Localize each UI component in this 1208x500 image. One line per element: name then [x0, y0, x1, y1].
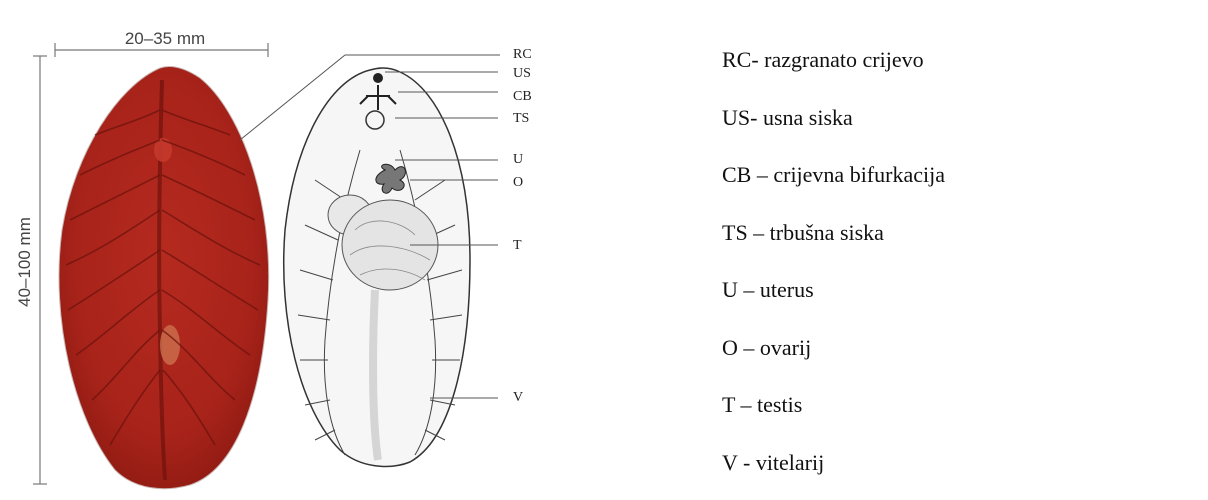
legend-item-us: US- usna siska [722, 98, 1192, 156]
length-dimension: 40–100 mm [15, 56, 47, 484]
legend-item-ts: TS – trbušna siska [722, 213, 1192, 271]
fluke-drawing [284, 68, 470, 467]
legend-item-o: O – ovarij [722, 328, 1192, 386]
callout-rc: RC [513, 47, 532, 62]
specimen-photo [59, 66, 269, 488]
callout-v: V [513, 390, 523, 405]
legend-item-v: V - vitelarij [722, 443, 1192, 500]
length-label: 40–100 mm [15, 217, 34, 307]
callout-t: T [513, 238, 522, 253]
callout-us: US [513, 66, 531, 81]
legend-item-cb: CB – crijevna bifurkacija [722, 155, 1192, 213]
width-dimension: 20–35 mm [55, 29, 268, 57]
callout-labels: RC US CB TS U O T V [513, 47, 532, 405]
callout-u: U [513, 152, 523, 167]
legend: RC- razgranato crijevo US- usna siska CB… [722, 40, 1192, 500]
legend-item-t: T – testis [722, 385, 1192, 443]
callout-o: O [513, 175, 523, 190]
legend-item-rc: RC- razgranato crijevo [722, 40, 1192, 98]
callout-cb: CB [513, 89, 532, 104]
width-label: 20–35 mm [125, 29, 205, 48]
callout-ts: TS [513, 111, 529, 126]
legend-item-u: U – uterus [722, 270, 1192, 328]
